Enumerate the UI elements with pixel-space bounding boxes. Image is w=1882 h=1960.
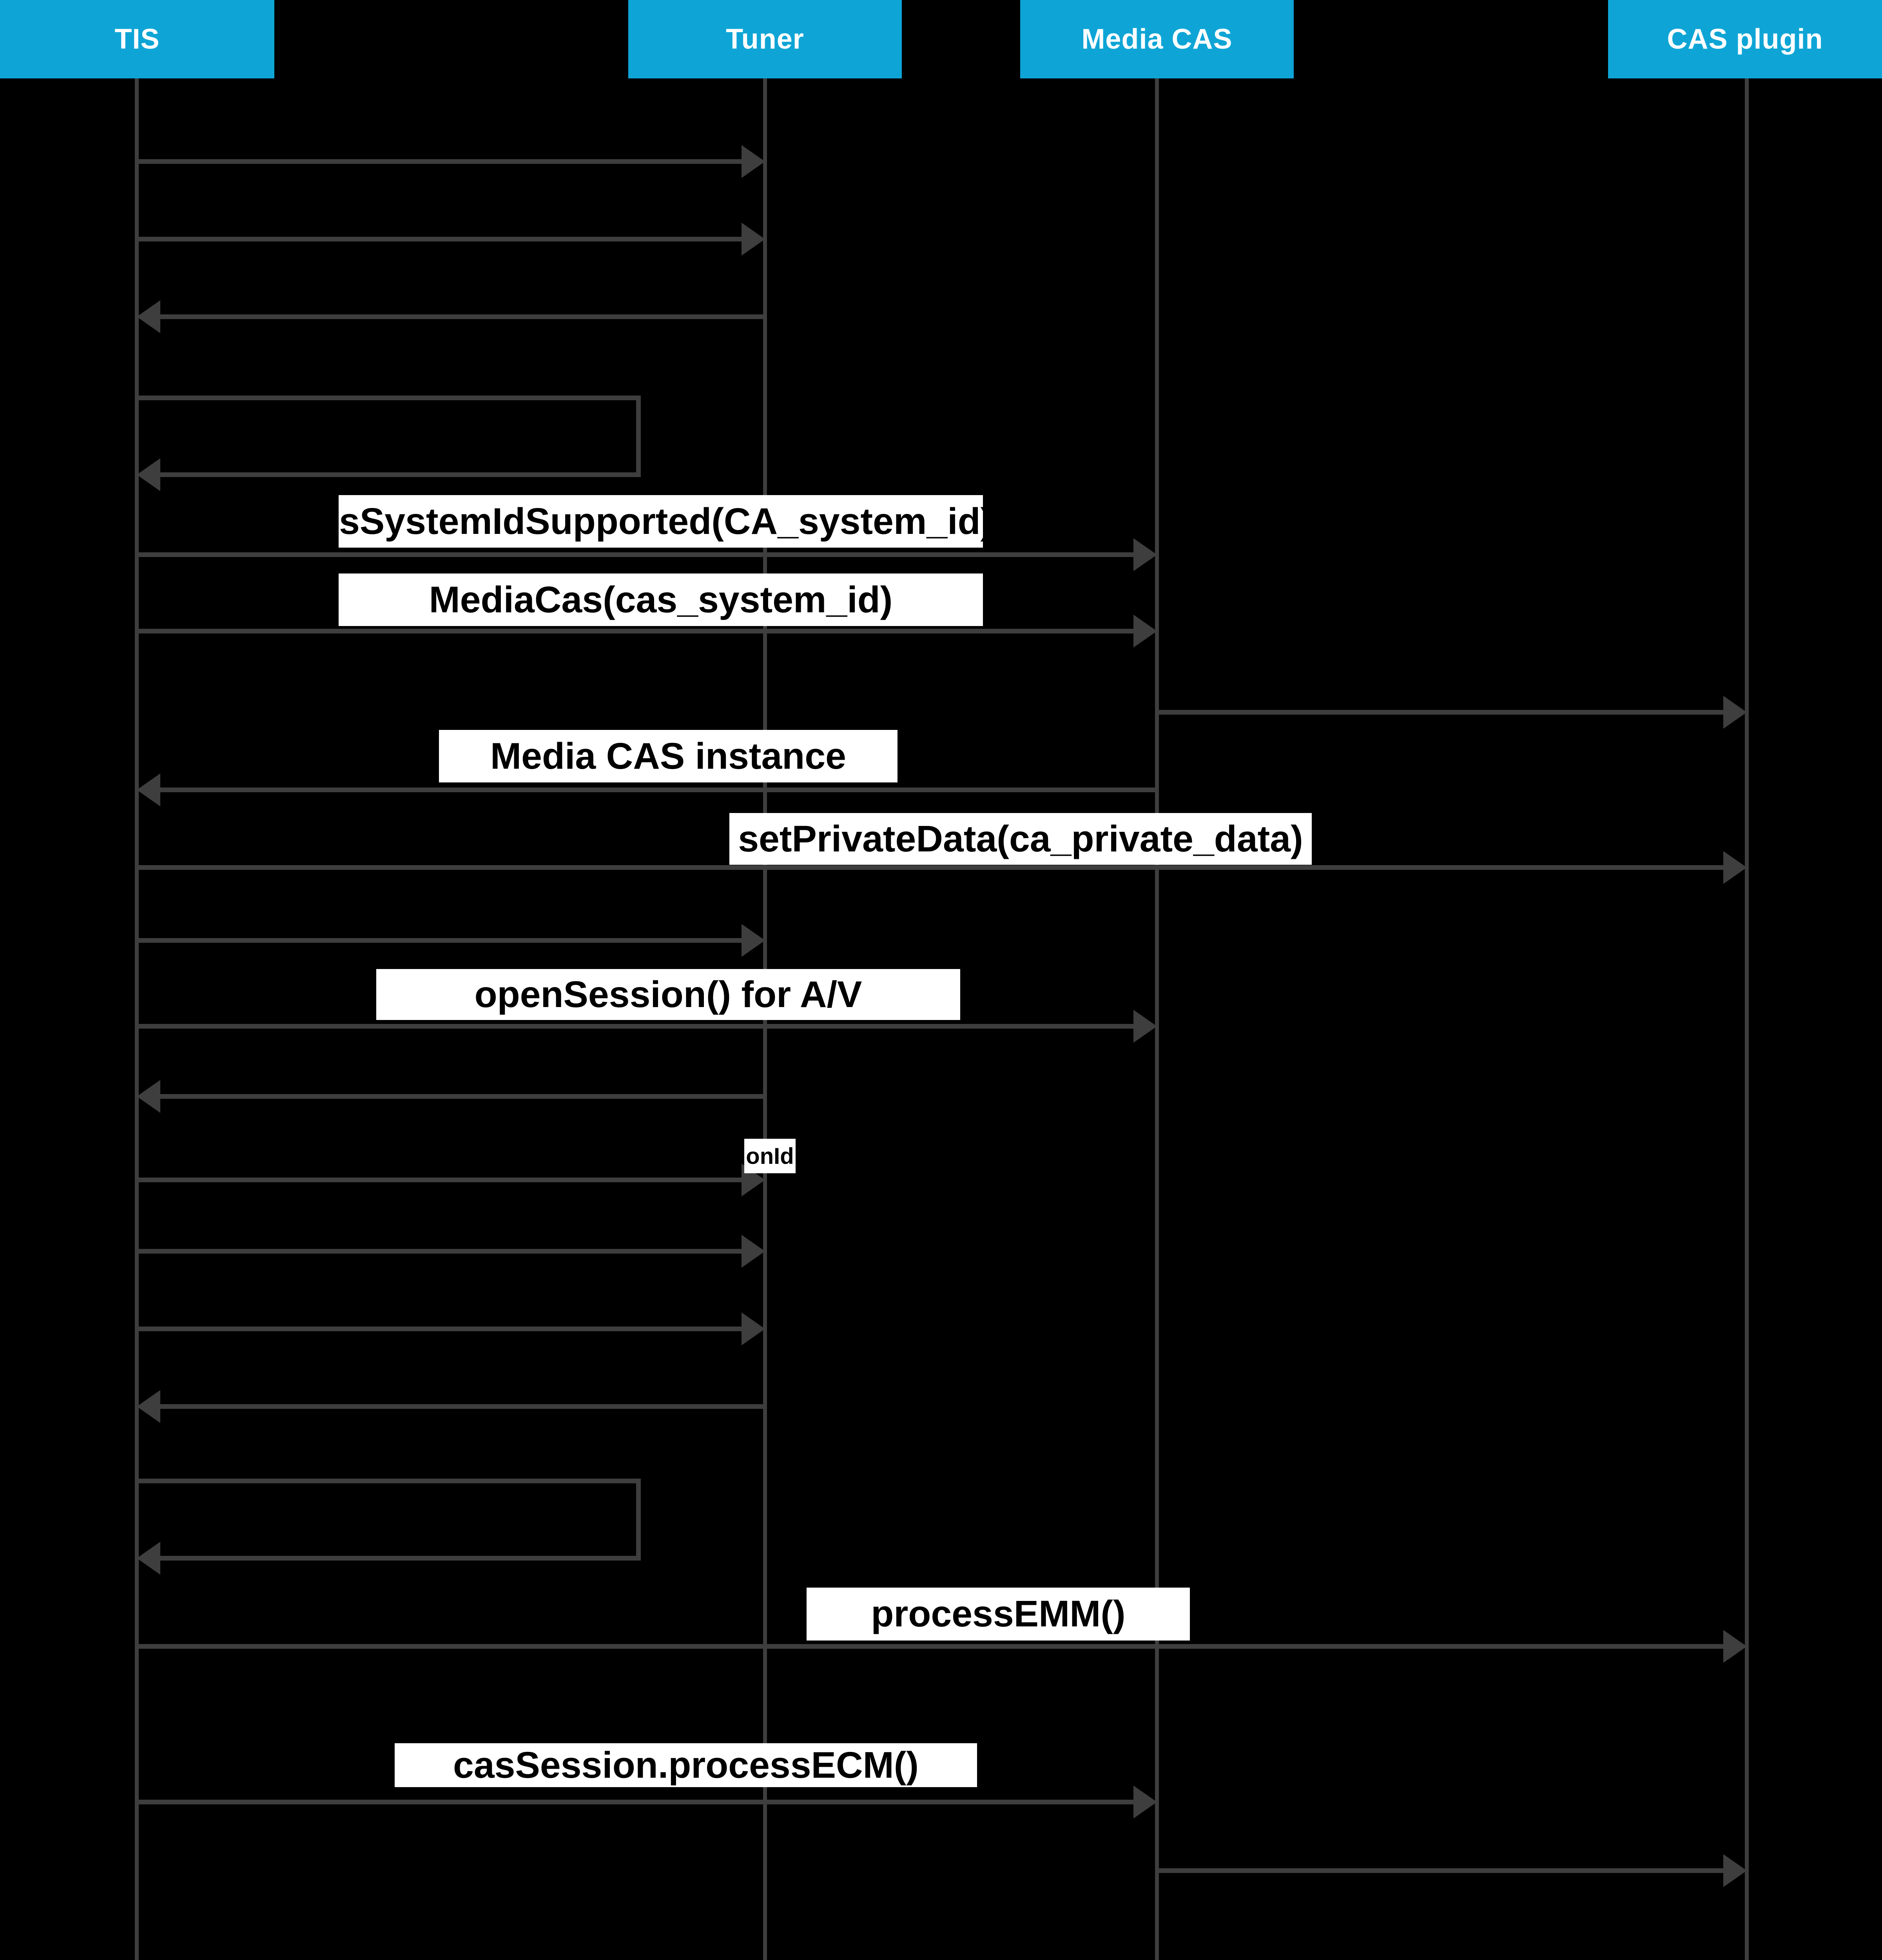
self-message-side-line	[636, 396, 641, 477]
arrowhead-left-icon	[137, 1542, 160, 1575]
arrowhead-right-icon	[1133, 615, 1157, 648]
self-message-top-line	[137, 396, 641, 400]
arrowhead-right-icon	[742, 145, 765, 178]
message-arrow-line	[137, 237, 743, 241]
arrowhead-left-icon	[137, 773, 160, 806]
message-label: processEMM()	[807, 1588, 1190, 1641]
message-arrow-line	[137, 629, 1135, 633]
message-arrow-line	[158, 788, 1157, 792]
arrowhead-right-icon	[1723, 696, 1747, 729]
message-label: setPrivateData(ca_private_data)	[729, 813, 1312, 865]
message-arrow-line	[137, 1178, 743, 1182]
message-arrow-line	[137, 1249, 743, 1254]
message-arrow-line	[137, 552, 1135, 557]
arrowhead-right-icon	[1133, 538, 1157, 571]
message-label: openSession() for A/V	[376, 969, 960, 1020]
participant-top-media-cas: Media CAS	[1020, 0, 1294, 78]
message-arrow-line	[158, 314, 765, 319]
lifeline-cas-plugin	[1745, 78, 1749, 1960]
self-message-return-line	[158, 472, 641, 477]
message-arrow-line	[137, 1327, 743, 1331]
message-arrow-line	[158, 1094, 765, 1099]
arrowhead-left-icon	[137, 300, 160, 333]
lifeline-media-cas	[1155, 78, 1159, 1960]
arrowhead-right-icon	[1133, 1786, 1157, 1818]
arrowhead-left-icon	[137, 1080, 160, 1113]
participant-top-tuner: Tuner	[628, 0, 902, 78]
arrowhead-right-icon	[1723, 1630, 1747, 1663]
arrowhead-right-icon	[742, 1312, 765, 1345]
message-arrow-line	[137, 1800, 1135, 1804]
self-message-top-line	[137, 1479, 641, 1483]
message-arrow-line	[137, 938, 743, 943]
arrowhead-right-icon	[1723, 851, 1747, 884]
message-arrow-line	[137, 1024, 1135, 1029]
message-arrow-line	[1157, 710, 1725, 715]
message-arrow-line	[1157, 1868, 1725, 1873]
participant-top-cas-plugin: CAS plugin	[1608, 0, 1882, 78]
arrowhead-right-icon	[742, 924, 765, 957]
message-arrow-line	[158, 1404, 765, 1409]
arrowhead-right-icon	[742, 1235, 765, 1268]
arrowhead-right-icon	[1723, 1854, 1747, 1887]
message-label: Media CAS instance	[439, 730, 897, 782]
message-arrow-line	[137, 1644, 1725, 1649]
participant-top-tis: TIS	[0, 0, 274, 78]
message-label: isSystemIdSupported(CA_system_id)	[339, 495, 983, 548]
arrowhead-left-icon	[137, 458, 160, 491]
message-arrow-line	[137, 159, 743, 164]
message-label: MediaCas(cas_system_id)	[339, 573, 983, 626]
self-message-return-line	[158, 1556, 641, 1561]
self-message-side-line	[636, 1479, 641, 1561]
arrowhead-left-icon	[137, 1390, 160, 1423]
message-label: casSession.processECM()	[395, 1743, 977, 1787]
arrowhead-right-icon	[742, 223, 765, 256]
message-label: onId	[744, 1139, 796, 1173]
lifeline-tis	[135, 78, 139, 1960]
arrowhead-right-icon	[1133, 1010, 1157, 1043]
message-arrow-line	[137, 865, 1725, 870]
